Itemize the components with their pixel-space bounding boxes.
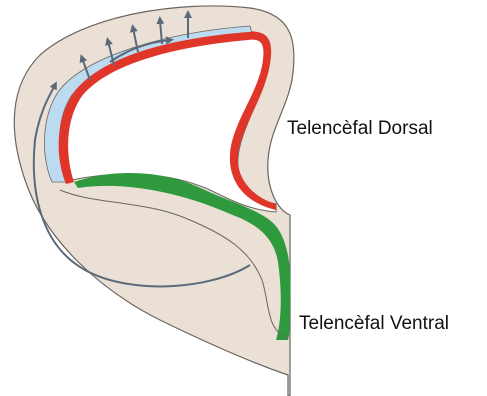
dorsal-telencephalon-label: Telencèfal Dorsal <box>287 119 433 138</box>
ventral-telencephalon-label: Telencèfal Ventral <box>299 314 449 333</box>
